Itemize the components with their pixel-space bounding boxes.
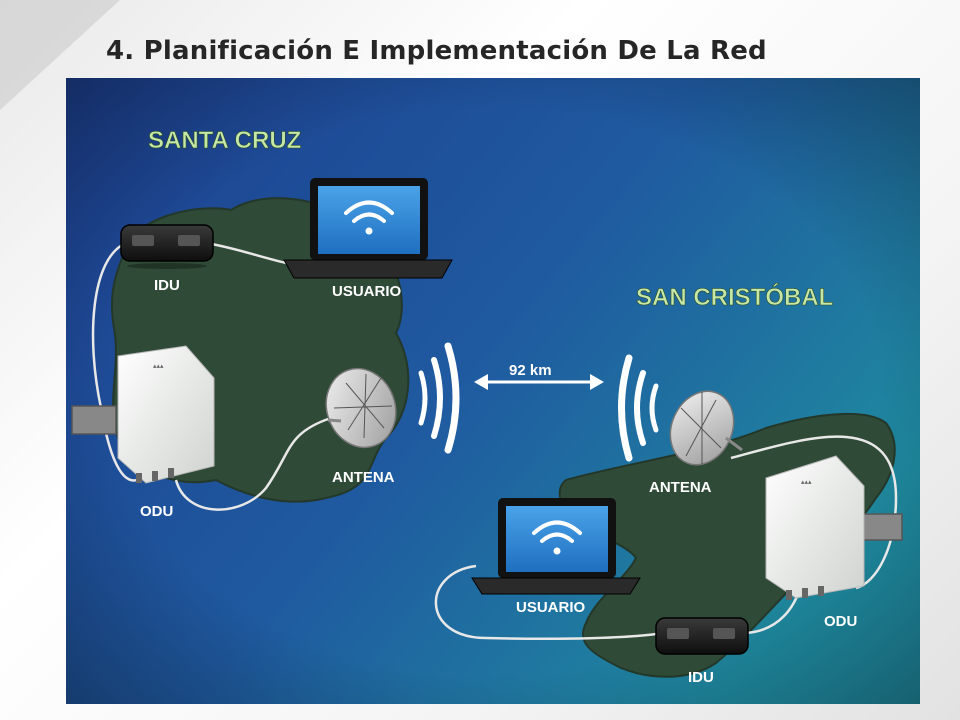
wifi-icon — [532, 520, 582, 555]
label-odu-santa-cruz: ODU — [140, 503, 173, 520]
idu-box-icon — [120, 224, 214, 269]
site-name-san-cristobal: SAN CRISTÓBAL — [636, 283, 833, 311]
radio-waves-icon — [618, 354, 659, 462]
svg-text:▴▴▴: ▴▴▴ — [801, 479, 812, 486]
network-diagram: SANTA CRUZ SAN CRISTÓBAL IDU USUARIO ▴▴▴ — [66, 78, 920, 704]
label-idu-san-cristobal: IDU — [688, 669, 714, 686]
label-antena-san-cristobal: ANTENA — [649, 479, 712, 496]
idu-box-icon — [655, 617, 749, 655]
link-distance: 92 km — [509, 362, 552, 379]
cable-idu-laptop-left — [205, 241, 287, 265]
label-antena-santa-cruz: ANTENA — [332, 469, 395, 486]
odu-radio-icon: ▴▴▴ — [765, 455, 903, 600]
odu-radio-icon: ▴▴▴ — [71, 345, 215, 484]
double-arrow-icon — [474, 374, 604, 390]
cable-odu-antenna-right — [730, 435, 898, 590]
cable-idu-odu-left — [91, 241, 142, 482]
label-usuario-san-cristobal: USUARIO — [516, 599, 586, 616]
laptop-icon — [283, 178, 453, 279]
svg-text:▴▴▴: ▴▴▴ — [153, 363, 164, 370]
dish-antenna-icon — [325, 367, 397, 449]
slide-title: 4. Planificación E Implementación De La … — [106, 36, 767, 66]
cable-laptop-idu-right — [434, 564, 657, 641]
site-name-santa-cruz: SANTA CRUZ — [148, 127, 301, 154]
cable-odu-antenna-left — [174, 416, 332, 511]
label-usuario-santa-cruz: USUARIO — [332, 283, 402, 300]
radio-waves-icon — [418, 342, 460, 454]
label-odu-san-cristobal: ODU — [824, 613, 857, 630]
dish-antenna-icon — [669, 390, 743, 466]
wifi-icon — [344, 200, 394, 235]
laptop-icon — [471, 498, 641, 595]
label-idu-santa-cruz: IDU — [154, 277, 180, 294]
